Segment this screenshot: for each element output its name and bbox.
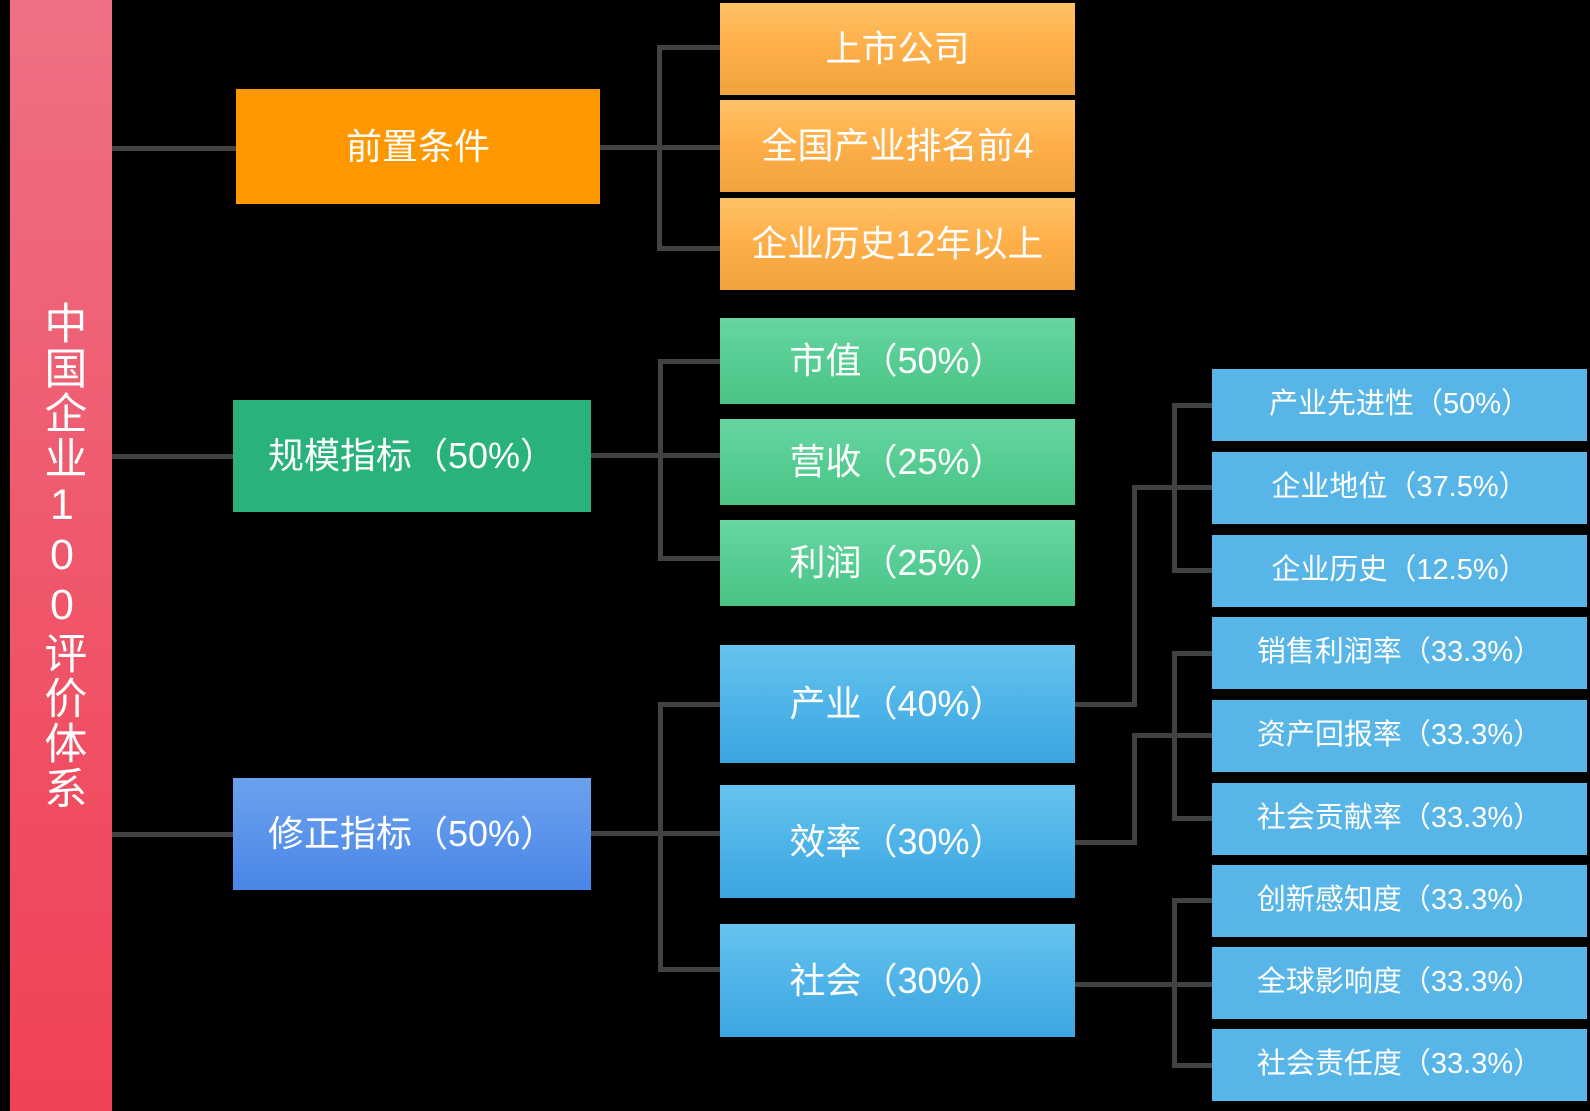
connector-efficiency-stem-h — [1075, 840, 1137, 845]
node-history-12years[interactable]: 企业历史12年以上 — [720, 198, 1075, 290]
leaf-social-contribution-rate[interactable]: 社会贡献率（33.3%） — [1212, 783, 1587, 855]
node-national-top4[interactable]: 全国产业排名前4 — [720, 100, 1075, 192]
leaf-innovation-perception[interactable]: 创新感知度（33.3%） — [1212, 865, 1587, 937]
connector-scale-child-2 — [658, 453, 728, 458]
leaf-enterprise-status[interactable]: 企业地位（37.5%） — [1212, 452, 1587, 524]
connector-efficiency-stem-v — [1132, 733, 1137, 845]
node-society-label: 社会（30%） — [789, 959, 1006, 1001]
leaf-enterprise-history-label: 企业历史（12.5%） — [1271, 554, 1528, 587]
leaf-global-influence-label: 全球影响度（33.3%） — [1256, 966, 1543, 999]
connector-industry-leaf-2 — [1172, 485, 1230, 490]
leaf-social-responsibility[interactable]: 社会责任度（33.3%） — [1212, 1029, 1587, 1101]
connector-adjust-bus — [658, 702, 663, 972]
connector-society-leaf-1 — [1172, 898, 1230, 903]
node-efficiency[interactable]: 效率（30%） — [720, 785, 1075, 898]
node-adjustment-indicator-label: 修正指标（50%） — [267, 813, 557, 855]
connector-society-stem — [1075, 982, 1177, 987]
connector-efficiency-to-bus — [1132, 733, 1177, 738]
connector-industry-to-bus — [1132, 485, 1177, 490]
node-scale-indicator[interactable]: 规模指标（50%） — [233, 400, 591, 512]
connector-precondition-child-3 — [657, 246, 723, 251]
connector-efficiency-leaf-1 — [1172, 651, 1230, 656]
node-industry-label: 产业（40%） — [789, 683, 1006, 725]
connector-scale-child-3 — [658, 556, 728, 561]
connector-adjust-stem — [591, 831, 663, 836]
connector-society-leaf-3 — [1172, 1063, 1230, 1068]
node-history-12years-label: 企业历史12年以上 — [751, 223, 1044, 265]
leaf-innovation-perception-label: 创新感知度（33.3%） — [1256, 884, 1543, 917]
leaf-enterprise-history[interactable]: 企业历史（12.5%） — [1212, 535, 1587, 607]
node-national-top4-label: 全国产业排名前4 — [761, 125, 1034, 167]
leaf-social-contribution-rate-label: 社会贡献率（33.3%） — [1256, 802, 1543, 835]
node-society[interactable]: 社会（30%） — [720, 924, 1075, 1037]
node-adjustment-indicator[interactable]: 修正指标（50%） — [233, 778, 591, 890]
connector-root-to-scale — [112, 454, 234, 459]
leaf-sales-profit-rate[interactable]: 销售利润率（33.3%） — [1212, 617, 1587, 689]
connector-root-to-precondition — [112, 146, 240, 151]
connector-adjust-child-1 — [658, 702, 728, 707]
connector-industry-leaf-1 — [1172, 403, 1230, 408]
leaf-industry-advancement-label: 产业先进性（50%） — [1268, 388, 1531, 421]
connector-precondition-child-1 — [657, 45, 723, 50]
connector-scale-child-1 — [658, 359, 728, 364]
node-market-value-label: 市值（50%） — [789, 340, 1006, 382]
connector-scale-stem — [591, 453, 663, 458]
leaf-social-responsibility-label: 社会责任度（33.3%） — [1256, 1048, 1543, 1081]
connector-industry-leaf-3 — [1172, 568, 1230, 573]
connector-efficiency-leaf-2 — [1172, 733, 1230, 738]
connector-adjust-child-3 — [658, 967, 728, 972]
leaf-enterprise-status-label: 企业地位（37.5%） — [1271, 471, 1528, 504]
root-title-bar: 中国企业100评价体系 — [10, 0, 112, 1111]
node-market-value[interactable]: 市值（50%） — [720, 318, 1075, 404]
connector-precondition-stem — [600, 145, 662, 150]
node-scale-indicator-label: 规模指标（50%） — [267, 435, 557, 477]
connector-industry-stem-v — [1132, 485, 1137, 707]
connector-precondition-child-2 — [657, 145, 723, 150]
leaf-asset-return-rate[interactable]: 资产回报率（33.3%） — [1212, 700, 1587, 772]
node-revenue[interactable]: 营收（25%） — [720, 419, 1075, 505]
connector-adjust-child-2 — [658, 831, 728, 836]
node-profit[interactable]: 利润（25%） — [720, 520, 1075, 606]
leaf-sales-profit-rate-label: 销售利润率（33.3%） — [1256, 636, 1543, 669]
connector-root-to-adjust — [112, 832, 234, 837]
node-efficiency-label: 效率（30%） — [789, 820, 1006, 862]
node-industry[interactable]: 产业（40%） — [720, 645, 1075, 763]
node-precondition-label: 前置条件 — [345, 125, 490, 167]
node-precondition[interactable]: 前置条件 — [236, 89, 600, 204]
leaf-global-influence[interactable]: 全球影响度（33.3%） — [1212, 947, 1587, 1019]
connector-society-leaf-2 — [1172, 982, 1230, 987]
node-listed-company[interactable]: 上市公司 — [720, 3, 1075, 95]
leaf-industry-advancement[interactable]: 产业先进性（50%） — [1212, 369, 1587, 441]
connector-industry-stem-h — [1075, 702, 1137, 707]
node-profit-label: 利润（25%） — [789, 542, 1006, 584]
leaf-asset-return-rate-label: 资产回报率（33.3%） — [1256, 719, 1543, 752]
node-listed-company-label: 上市公司 — [825, 28, 970, 70]
root-title-label: 中国企业100评价体系 — [37, 300, 86, 811]
connector-efficiency-leaf-3 — [1172, 816, 1230, 821]
connector-scale-bus — [658, 359, 663, 561]
node-revenue-label: 营收（25%） — [789, 441, 1006, 483]
